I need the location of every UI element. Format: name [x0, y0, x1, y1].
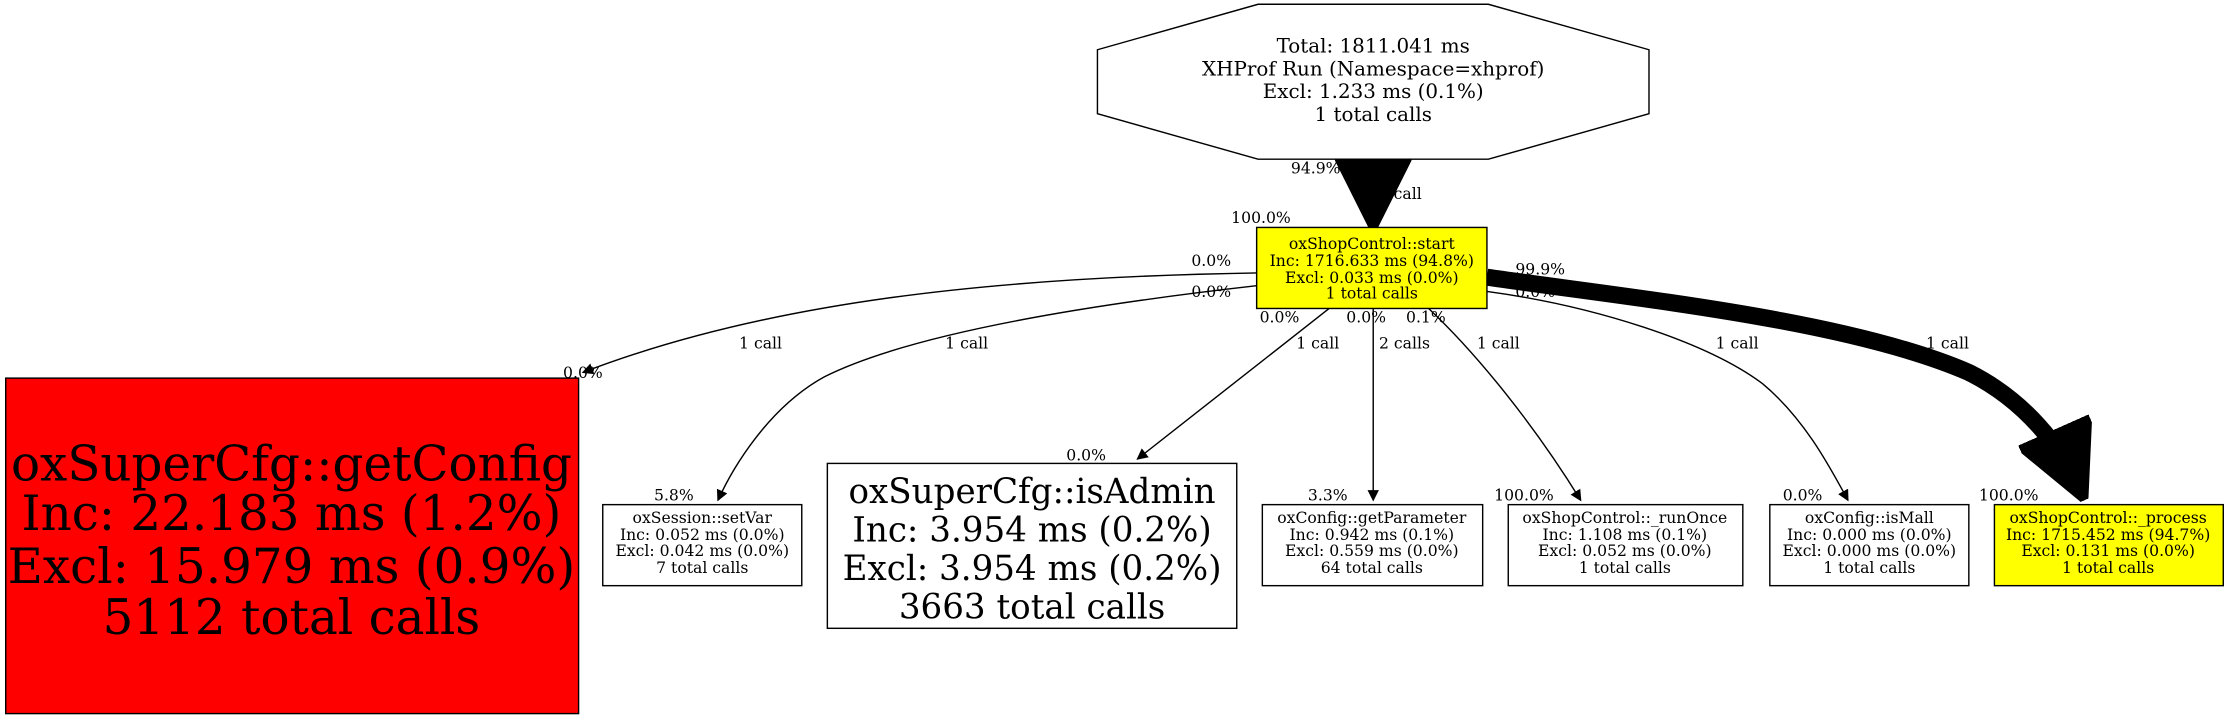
edge-call-count-label: 1 call — [945, 333, 988, 352]
edge-call-count-label: 1 call — [1477, 333, 1520, 352]
node-total-calls: 64 total calls — [1321, 558, 1423, 577]
node-inclusive-time: Inc: 0.052 ms (0.0%) — [620, 525, 785, 544]
node-total-calls: 3663 total calls — [899, 587, 1165, 627]
node-total-calls: 5112 total calls — [103, 590, 481, 646]
edge-tail-percent: 0.0% — [1346, 308, 1386, 327]
node-shape — [602, 503, 803, 587]
node-function-name: oxShopControl::start — [1289, 234, 1456, 253]
node-shape — [5, 377, 580, 715]
node-shape — [826, 462, 1238, 630]
node-total-calls: 7 total calls — [656, 558, 748, 577]
node-inclusive-time: Inc: 1716.633 ms (94.8%) — [1270, 251, 1474, 270]
node-exclusive-time: Excl: 0.000 ms (0.0%) — [1783, 541, 1957, 560]
edge-tail-percent: 0.0% — [1191, 251, 1231, 270]
node-inclusive-time: Inc: 0.000 ms (0.0%) — [1787, 525, 1952, 544]
node-exclusive-time: Excl: 0.052 ms (0.0%) — [1538, 541, 1712, 560]
edge-call-count-label: 1 call — [1926, 333, 1969, 352]
edge-call-count-label: 2 calls — [1379, 333, 1430, 352]
node-function-name: oxSuperCfg::getConfig — [11, 436, 572, 492]
node-exclusive-time: Excl: 0.131 ms (0.0%) — [2021, 541, 2195, 560]
node-inclusive-time: Inc: 22.183 ms (1.2%) — [22, 486, 562, 542]
node-exclusive-time: Excl: 0.033 ms (0.0%) — [1285, 268, 1459, 287]
edge-call-count-label: 1 call — [1296, 333, 1339, 352]
node-exclusive-time: Excl: 1.233 ms (0.1%) — [1263, 80, 1484, 103]
edge-tail-percent: 0.0% — [1191, 282, 1231, 301]
node-function-name: Total: 1811.041 ms — [1277, 35, 1470, 58]
node-total-calls: 1 total calls — [2062, 558, 2154, 577]
node-total-calls: 1 total calls — [1823, 558, 1915, 577]
node-function-name: oxShopControl::_runOnce — [1522, 508, 1727, 527]
edge-call-count-label: 1 call — [739, 333, 782, 352]
edge-head-percent: 0.0% — [563, 363, 603, 382]
edge-start-setVar — [716, 285, 1257, 502]
edge-head-percent: 100.0% — [1979, 485, 2039, 504]
node-inclusive-time: XHProf Run (Namespace=xhprof) — [1202, 57, 1544, 80]
node-function-name: oxConfig::getParameter — [1277, 508, 1467, 527]
node-shape — [1255, 226, 1488, 310]
node-shape — [1769, 503, 1970, 587]
node-shape — [1993, 503, 2224, 587]
node-function-name: oxConfig::isMall — [1805, 508, 1934, 527]
node-inclusive-time: Inc: 3.954 ms (0.2%) — [852, 511, 1211, 551]
edge-tail-percent: 0.1% — [1406, 308, 1446, 327]
node-total-calls: 1 total calls — [1315, 103, 1432, 126]
node-function-name: oxSession::setVar — [633, 508, 773, 527]
edge-call-count-label: 1 call — [1716, 333, 1759, 352]
edge-head-percent: 0.0% — [1066, 446, 1106, 465]
edge-head-percent: 3.3% — [1308, 485, 1348, 504]
edge-tail-percent: 99.9% — [1515, 259, 1565, 278]
node-shape — [1261, 503, 1484, 587]
node-exclusive-time: Excl: 0.559 ms (0.0%) — [1285, 541, 1459, 560]
node-shape — [1096, 3, 1650, 160]
edge-head-percent: 0.0% — [1783, 485, 1823, 504]
node-function-name: oxShopControl::_process — [2010, 508, 2207, 527]
edge-tail-percent: 0.0% — [1260, 308, 1300, 327]
node-total-calls: 1 total calls — [1326, 284, 1418, 303]
node-exclusive-time: Excl: 15.979 ms (0.9%) — [8, 539, 576, 595]
edge-head-percent: 100.0% — [1231, 208, 1291, 227]
node-exclusive-time: Excl: 3.954 ms (0.2%) — [843, 549, 1222, 589]
node-inclusive-time: Inc: 0.942 ms (0.1%) — [1289, 525, 1454, 544]
node-exclusive-time: Excl: 0.042 ms (0.0%) — [615, 541, 789, 560]
edge-head-percent: 5.8% — [654, 485, 694, 504]
edge-start-getConfig — [581, 272, 1257, 375]
edge-start-process — [1485, 268, 2078, 486]
node-shape — [1507, 503, 1744, 587]
edge-start-isAdmin — [1136, 307, 1330, 460]
edge-tail-percent: 94.9% — [1291, 158, 1341, 177]
edge-head-percent: 100.0% — [1494, 485, 1554, 504]
node-total-calls: 1 total calls — [1579, 558, 1671, 577]
edge-call-count-label: 1 call — [1379, 184, 1422, 203]
node-inclusive-time: Inc: 1715.452 ms (94.7%) — [2006, 525, 2210, 544]
edge-start-runOnce — [1428, 307, 1582, 502]
node-function-name: oxSuperCfg::isAdmin — [849, 472, 1216, 512]
edge-start-isMall — [1486, 290, 1849, 502]
edge-tail-percent: 0.0% — [1515, 282, 1555, 301]
node-inclusive-time: Inc: 1.108 ms (0.1%) — [1543, 525, 1708, 544]
